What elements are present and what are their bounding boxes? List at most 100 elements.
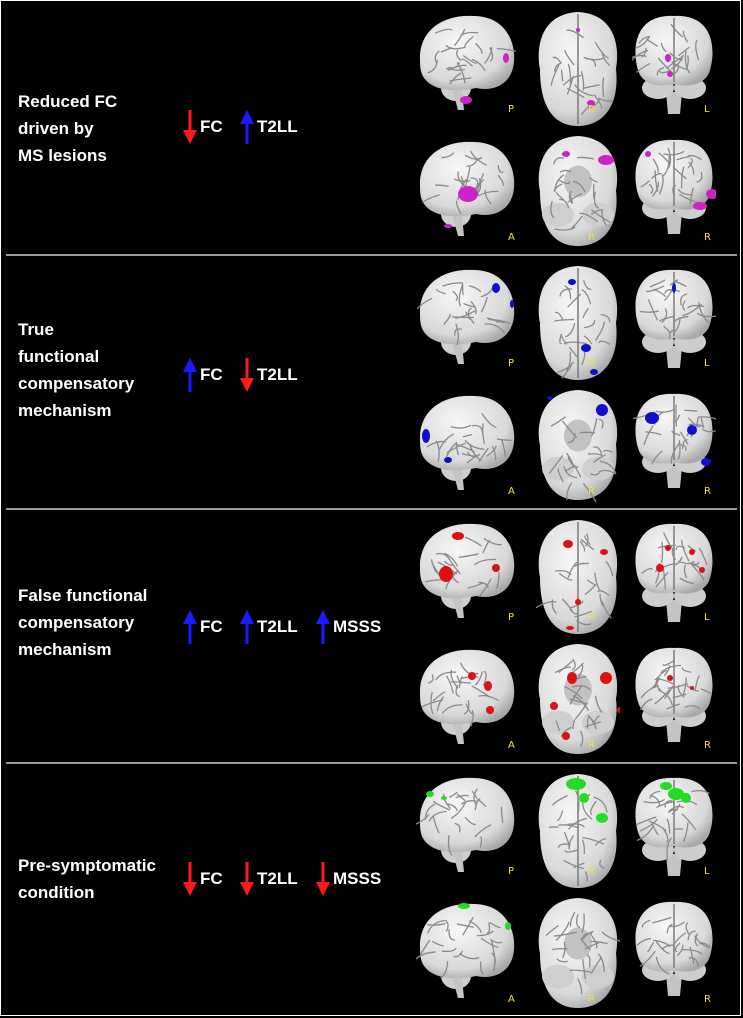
- condition-label: True functional compensatory mechanism: [18, 316, 134, 424]
- brain-coronal-bottom-view: [632, 642, 716, 751]
- condition-label-line: mechanism: [18, 401, 112, 420]
- arrow-down-icon: [183, 862, 197, 896]
- indicator-label: FC: [200, 365, 223, 384]
- view-orientation-label: P: [508, 612, 515, 623]
- condition-row: Reduced FC driven by MS lesions FC T2LL P R L A R…: [0, 0, 743, 250]
- brain-lateral-top-view: [410, 772, 516, 877]
- condition-label-line: True: [18, 320, 54, 339]
- arrow-up-icon: [240, 110, 254, 144]
- view-orientation-label: R: [704, 740, 711, 751]
- brain-coronal-bottom-view: [632, 388, 721, 497]
- view-orientation-label: L: [704, 612, 710, 623]
- brain-coronal-bottom-view: [632, 896, 716, 1005]
- decrease-indicator: T2LL: [240, 358, 298, 392]
- brain-coronal-top-view: [632, 264, 718, 377]
- indicator-label: T2LL: [257, 617, 298, 636]
- brain-coronal-top-view: [632, 518, 716, 631]
- arrow-down-icon: [183, 110, 197, 144]
- brain-axial-top-view: [536, 262, 620, 389]
- increase-indicator: T2LL: [240, 610, 298, 644]
- view-orientation-label: L: [704, 358, 710, 369]
- decrease-indicator: T2LL: [240, 862, 298, 896]
- view-orientation-label: P: [508, 104, 515, 115]
- brain-lateral-top-view: [416, 264, 516, 369]
- view-orientation-label: R: [588, 358, 595, 369]
- indicator-label: T2LL: [257, 365, 298, 384]
- condition-label: False functional compensatory mechanism: [18, 582, 147, 663]
- view-orientation-label: L: [704, 104, 710, 115]
- brain-lateral-bottom-view: [415, 898, 516, 1003]
- condition-label-line: compensatory: [18, 613, 135, 632]
- increase-indicator: FC: [183, 358, 223, 392]
- arrow-up-icon: [183, 358, 197, 392]
- condition-label-line: condition: [18, 883, 95, 902]
- condition-label-line: Pre-symptomatic: [18, 856, 156, 875]
- brain-lateral-top-view: [416, 10, 519, 115]
- condition-row: Pre-symptomatic condition FC T2LL MSSS P R L A R R: [0, 762, 743, 1012]
- row-divider: [6, 254, 737, 256]
- brain-axial-bottom-view: [536, 640, 623, 763]
- condition-label-line: False functional: [18, 586, 148, 605]
- view-orientation-label: L: [704, 866, 710, 877]
- condition-row: False functional compensatory mechanism FC T…: [0, 508, 743, 758]
- condition-label: Reduced FC driven by MS lesions: [18, 88, 117, 169]
- brain-lateral-top-view: [416, 518, 516, 623]
- brain-axial-top-view: [536, 770, 620, 897]
- row-divider: [6, 508, 737, 510]
- condition-label-line: Reduced FC: [18, 92, 118, 111]
- condition-label-line: compensatory: [18, 374, 135, 393]
- indicator-label: MSSS: [333, 617, 382, 636]
- indicator-label: FC: [200, 617, 223, 636]
- condition-label-line: driven by: [18, 119, 94, 138]
- view-orientation-label: R: [588, 612, 595, 623]
- view-orientation-label: P: [508, 358, 515, 369]
- condition-label: Pre-symptomatic condition: [18, 852, 156, 906]
- view-orientation-label: R: [588, 486, 595, 497]
- view-orientation-label: R: [588, 104, 595, 115]
- indicator-label: T2LL: [257, 869, 298, 888]
- brain-coronal-top-view: [632, 772, 716, 885]
- condition-label-line: functional: [18, 347, 100, 366]
- decrease-indicator: MSSS: [316, 862, 381, 896]
- increase-indicator: T2LL: [240, 110, 298, 144]
- view-orientation-label: A: [508, 486, 515, 497]
- view-orientation-label: P: [508, 866, 515, 877]
- brain-axial-bottom-view: [536, 386, 620, 509]
- brain-axial-top-view: [535, 516, 620, 643]
- brain-axial-bottom-view: [536, 132, 620, 255]
- brain-lateral-bottom-view: [416, 136, 516, 241]
- view-orientation-label: R: [588, 232, 595, 243]
- arrow-down-icon: [240, 358, 254, 392]
- arrow-up-icon: [240, 610, 254, 644]
- arrow-up-icon: [316, 610, 330, 644]
- decrease-indicator: FC: [183, 110, 223, 144]
- row-divider: [6, 762, 737, 764]
- brain-coronal-top-view: [628, 10, 716, 123]
- brain-lateral-bottom-view: [416, 390, 516, 495]
- condition-label-line: mechanism: [18, 640, 112, 659]
- arrow-down-icon: [316, 862, 330, 896]
- view-orientation-label: A: [508, 994, 515, 1005]
- view-orientation-label: R: [588, 866, 595, 877]
- view-orientation-label: A: [508, 740, 515, 751]
- indicator-label: T2LL: [257, 117, 298, 136]
- brain-lateral-bottom-view: [416, 644, 516, 749]
- brain-coronal-bottom-view: [632, 134, 718, 243]
- increase-indicator: MSSS: [316, 610, 381, 644]
- indicator-label: FC: [200, 117, 223, 136]
- decrease-indicator: FC: [183, 862, 223, 896]
- view-orientation-label: R: [704, 232, 711, 243]
- condition-row: True functional compensatory mechanism FC T2L…: [0, 254, 743, 504]
- arrow-down-icon: [240, 862, 254, 896]
- indicator-label: FC: [200, 869, 223, 888]
- increase-indicator: FC: [183, 610, 223, 644]
- view-orientation-label: R: [588, 994, 595, 1005]
- condition-label-line: MS lesions: [18, 146, 107, 165]
- view-orientation-label: R: [588, 740, 595, 751]
- brain-axial-top-view: [536, 8, 620, 135]
- view-orientation-label: A: [508, 232, 515, 243]
- view-orientation-label: R: [704, 994, 711, 1005]
- view-orientation-label: R: [704, 486, 711, 497]
- arrow-up-icon: [183, 610, 197, 644]
